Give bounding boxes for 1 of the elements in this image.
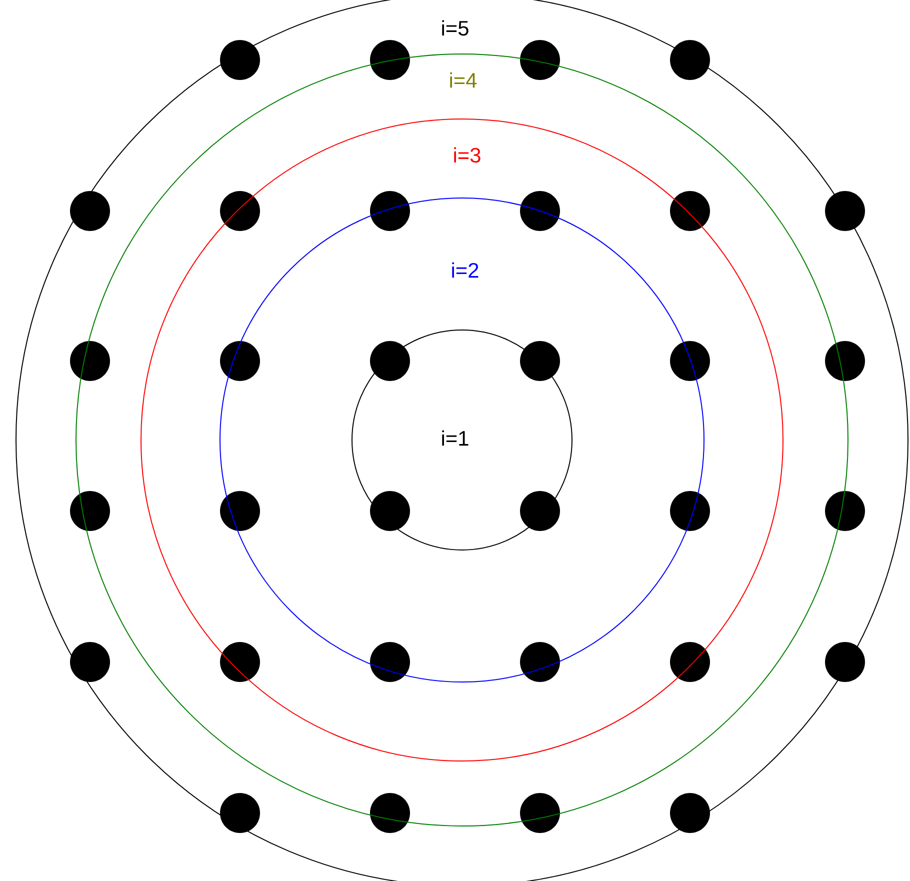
ring: i=1 [352,329,572,550]
